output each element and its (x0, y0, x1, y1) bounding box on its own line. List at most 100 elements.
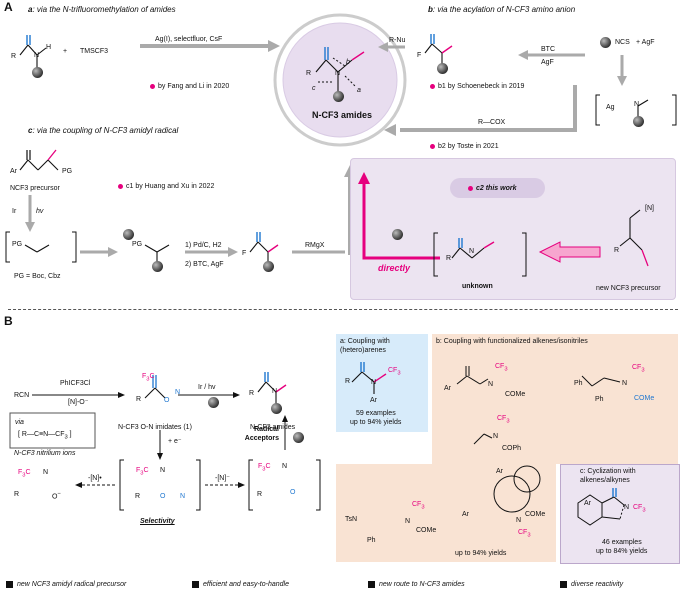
center-label: N-CF3 amides (312, 110, 373, 120)
label-pg-c: PG (62, 168, 73, 175)
label-r-unk: R (446, 255, 452, 262)
ball-icon (123, 229, 134, 240)
label-n-rad2: N (180, 493, 186, 500)
label-n-amidate: N (43, 469, 49, 476)
box-b-yield: up to 94% yields (455, 550, 507, 557)
route-a-title: a: via the N-trifluoromethylation of ami… (28, 5, 176, 14)
label-r-a: R (11, 53, 17, 60)
section-b-label: B (4, 314, 13, 328)
ball-icon (32, 67, 43, 78)
label-f3c-2: F3C (18, 469, 31, 479)
square-icon (192, 580, 199, 588)
label-o-imid: O (164, 397, 170, 404)
pg-note: PG = Boc, Cbz (14, 273, 61, 280)
label-agf: AgF (541, 59, 554, 66)
box-b-tsno: TsN (345, 516, 358, 523)
box-a-yield: up to 94% yields (350, 419, 402, 426)
label-n-unk: N (469, 248, 475, 255)
label-pg-r: PG (12, 241, 23, 248)
box-a (336, 334, 428, 432)
box-a-n: N (371, 379, 377, 386)
bullet-icon (150, 83, 155, 89)
box-c (560, 464, 680, 564)
label-hv: hv (36, 208, 44, 215)
section-divider (8, 309, 678, 310)
center-circle (282, 22, 398, 138)
this-work-graphics (358, 172, 649, 277)
ball-icon (208, 397, 219, 408)
bullet-icon (468, 185, 473, 191)
label-f3c-1: F3C (142, 373, 155, 383)
arrowhead-b2 (384, 124, 396, 136)
square-icon (560, 580, 567, 588)
route-c-text: : via the coupling of N-CF3 amidyl radic… (32, 126, 179, 135)
bond-a-label: a (357, 87, 361, 94)
box-c-cf3: CF3 (633, 504, 646, 514)
box-a-examples: 59 examples (356, 410, 396, 417)
box-a-cf3: CF3 (388, 367, 401, 377)
label-o-rad3: O (290, 489, 296, 496)
label-minus-n-an: -[N]⁻ (215, 475, 230, 482)
c2-badge (450, 178, 545, 198)
bullet-icon (118, 183, 123, 189)
section-a-label: A (4, 0, 13, 14)
scheme-a-graphics (5, 13, 677, 263)
new-precursor-label: new NCF3 precursor (596, 285, 661, 292)
box-b-n5: N (516, 517, 522, 524)
label-r-amidate: R (14, 491, 20, 498)
box-b-ar: Ar (444, 385, 451, 392)
step2: 2) BTC, AgF (185, 261, 224, 268)
step1: 1) Pd/C, H2 (185, 242, 222, 249)
box-a-ar: Ar (370, 397, 377, 404)
structure-b1 (424, 43, 443, 64)
bond-b-label: b (346, 59, 350, 66)
route-a-text: : via the N-trifluoromethylation of amid… (32, 5, 176, 14)
label-via: via (15, 419, 24, 426)
label-r-prec: R (614, 247, 620, 254)
route-b-title: b: via the acylation of N-CF3 amino anio… (428, 5, 575, 14)
box-b-come-4: COMe (416, 527, 437, 534)
box-b-structures (456, 366, 621, 513)
bullet-icon (430, 83, 435, 89)
footer-item-2: efficient and easy-to-handle (192, 580, 289, 589)
label-o-rad: O (160, 493, 166, 500)
label-n-anion: N (634, 101, 640, 108)
label-btc: BTC (541, 46, 555, 53)
label-n-a: N (34, 52, 40, 59)
label-r-rad3: R (257, 491, 263, 498)
route-a-prefix: a (28, 5, 33, 14)
ref-b1: b1 by Schoenebeck in 2019 (430, 82, 524, 91)
box-b-come-1: COMe (505, 391, 526, 398)
label-rnu: R-Nu (389, 37, 406, 44)
label-selectivity: Selectivity (140, 518, 175, 525)
label-agf2: + AgF (636, 39, 655, 46)
pink-arrow (362, 180, 440, 260)
box-c-examples: 46 examples (602, 539, 642, 546)
ball-icon (293, 432, 304, 443)
center-r: R (306, 70, 312, 77)
precursor-label: NCF3 precursor (10, 185, 60, 192)
ball-icon (263, 261, 274, 272)
ball-icon (271, 403, 282, 414)
ref-c1: c1 by Huang and Xu in 2022 (118, 182, 214, 191)
label-ir: Ir (12, 208, 17, 215)
label-n-rad: N (160, 467, 166, 474)
label-pg-2: PG (132, 241, 143, 248)
arrowhead-a (268, 40, 280, 52)
route-c-title: c: via the coupling of N-CF3 amidyl radi… (28, 126, 178, 135)
box-b-n1: N (488, 381, 494, 388)
label-nitrilium-struct: [ R—C≡N—CF3 ] (18, 431, 72, 441)
label-nitrilium: N-CF3 nitrilium ions (14, 450, 76, 457)
square-icon (6, 580, 13, 588)
unknown-label: unknown (462, 283, 493, 290)
directly-label: directly (378, 263, 411, 273)
ball-icon (437, 63, 448, 74)
box-c-title: c: Cyclization with alkenes/alkynes (580, 468, 636, 484)
footer-item-3: new route to N-CF3 amides (368, 580, 465, 589)
cond-a: Ag(I), selectfluor, CsF (155, 36, 223, 43)
center-n: N (335, 70, 341, 77)
label-amides: N-CF3 amides (250, 424, 296, 431)
label-n-imid: N (175, 389, 181, 396)
ball-icon (152, 261, 163, 272)
box-b-coph: COPh (502, 445, 522, 452)
